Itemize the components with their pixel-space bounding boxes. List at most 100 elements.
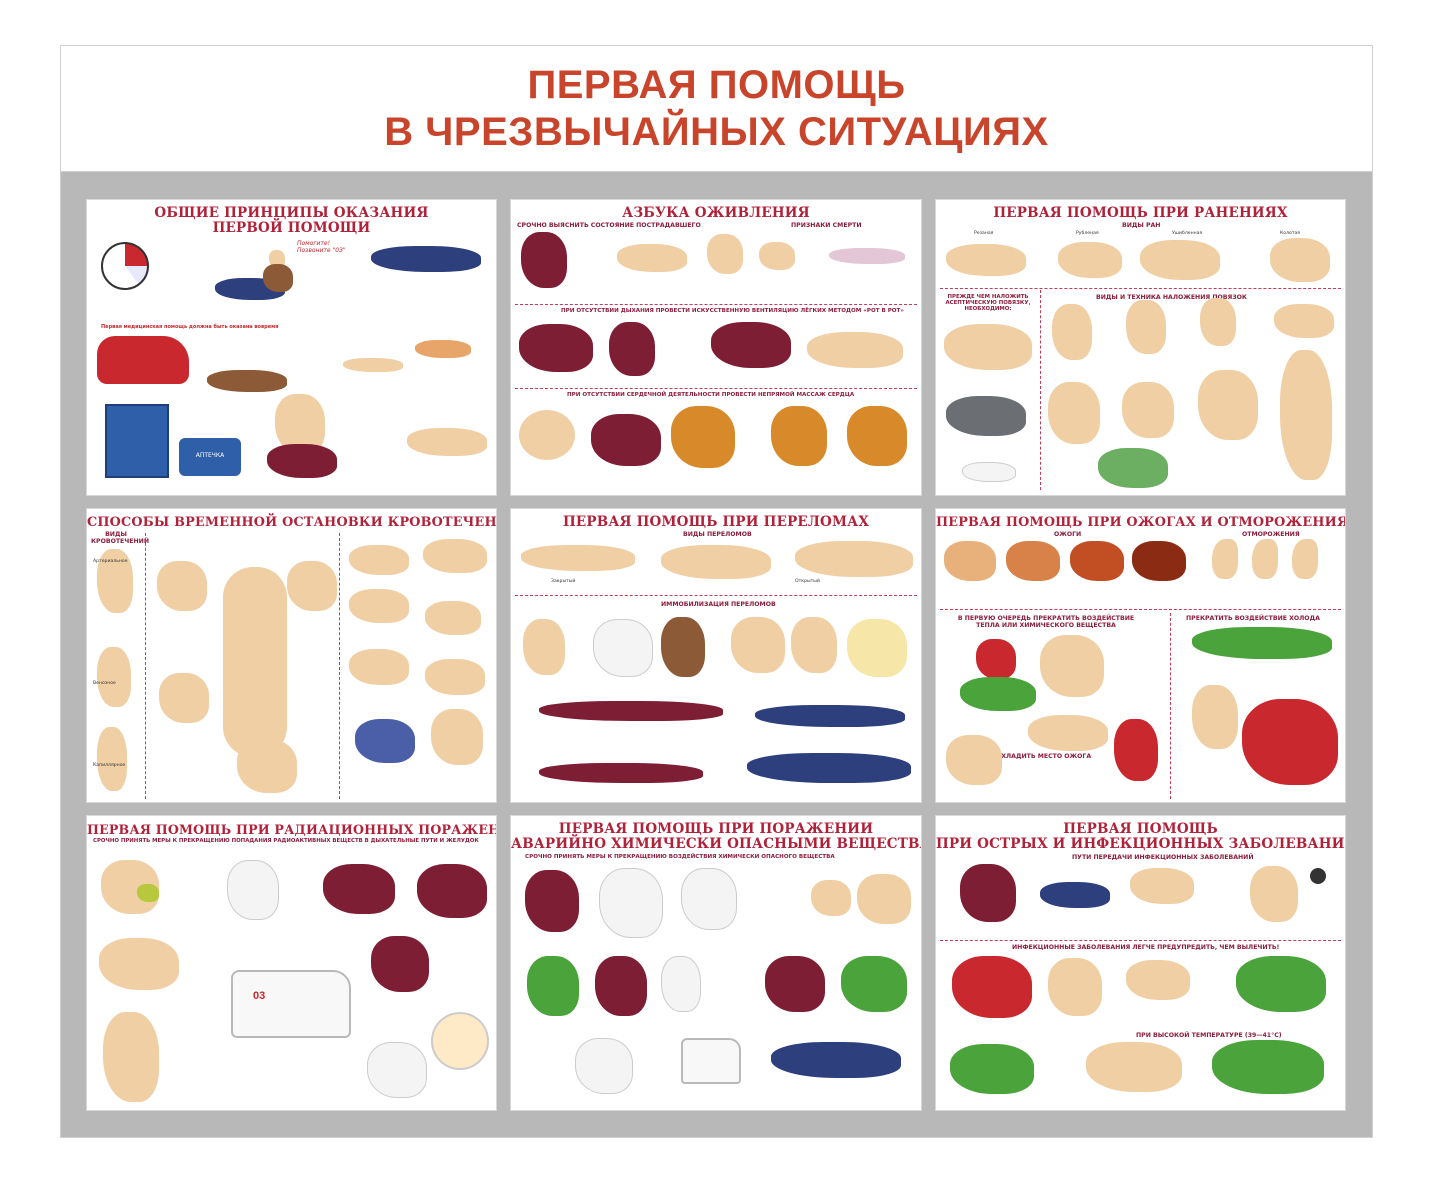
panel-resuscitation: АЗБУКА ОЖИВЛЕНИЯ СРОЧНО ВЫЯСНИТЬ СОСТОЯН… — [510, 199, 922, 496]
panel-title: ПЕРВАЯ ПОМОЩЬ ПРИ РАНЕНИЯХ — [993, 205, 1288, 221]
bandaged-arm — [415, 340, 471, 358]
clean-wound-hands — [944, 324, 1032, 370]
wound-type-0: Резаная — [974, 231, 994, 236]
twist-tourniquet-2 — [425, 659, 485, 695]
panel-wounds: ПЕРВАЯ ПОМОЩЬ ПРИ РАНЕНИЯХ ВИДЫ РАН Реза… — [935, 199, 1346, 496]
panel-radiation: ПЕРВАЯ ПОМОЩЬ ПРИ РАДИАЦИОННЫХ ПОРАЖЕНИЯ… — [86, 815, 497, 1111]
clock-icon — [101, 242, 149, 290]
panel-title-line1: ПЕРВАЯ ПОМОЩЬ — [1063, 821, 1218, 837]
panel-title: АЗБУКА ОЖИВЛЕНИЯ — [622, 205, 810, 221]
subtitle-stop-heat: В ПЕРВУЮ ОЧЕРЕДЬ ПРЕКРАТИТЬ ВОЗДЕЙСТВИЕ … — [946, 615, 1146, 629]
tourniquet-step-3 — [349, 589, 409, 623]
panel-title-line2: ПЕРВОЙ ПОМОЩИ — [212, 220, 371, 236]
seated-patient — [1098, 448, 1168, 488]
open-fracture-leg — [795, 541, 913, 577]
leg-pressure — [237, 739, 297, 793]
disinfect-bed — [1236, 956, 1326, 1012]
handshake — [1040, 882, 1110, 908]
doctor-figure — [575, 1038, 633, 1094]
neck-pressure — [287, 561, 337, 611]
burning-clothes-figure — [976, 639, 1016, 679]
cpr-figure-4 — [847, 406, 907, 466]
ambulance-illustration: 03 — [231, 970, 351, 1038]
jaw-splint — [523, 619, 565, 675]
wash-chemical — [1040, 635, 1104, 697]
subtitle-cool-burn: ОХЛАДИТЬ МЕСТО ОЖОГА — [996, 753, 1092, 760]
scarf-bandage — [1198, 370, 1258, 440]
helper-head — [269, 250, 285, 268]
panel-infectious: ПЕРВАЯ ПОМОЩЬ ПРИ ОСТРЫХ И ИНФЕКЦИОННЫХ … — [935, 815, 1346, 1111]
insect-bite-back — [1250, 866, 1298, 922]
subtitle-ventilation: ПРИ ОТСУТСТВИИ ДЫХАНИЯ ПРОВЕСТИ ИСКУССТВ… — [561, 308, 904, 314]
activated-charcoal — [661, 956, 701, 1012]
cool-water-hand — [1028, 715, 1108, 751]
burn-degree-3 — [1070, 541, 1124, 581]
closed-fracture-leg-2 — [661, 545, 771, 579]
burn-degree-2 — [1006, 541, 1060, 581]
panel-title-line1: ОБЩИЕ ПРИНЦИПЫ ОКАЗАНИЯ — [154, 205, 429, 221]
cpr-figure-1 — [591, 414, 661, 466]
collarbone-ring-2 — [791, 617, 837, 673]
bandage-roll — [962, 462, 1016, 482]
subtitle-check-state: СРОЧНО ВЫЯСНИТЬ СОСТОЯНИЕ ПОСТРАДАВШЕГО — [517, 222, 701, 229]
measure-temp-figure — [950, 1044, 1034, 1094]
tourniquet-step-2 — [423, 539, 487, 573]
rescuer-breath-3 — [711, 322, 791, 368]
precordial-thump — [519, 410, 575, 460]
poster-title-line1: ПЕРВАЯ ПОМОЩЬ — [527, 62, 906, 107]
hands-washing — [407, 428, 487, 456]
tourniquet-step-1 — [349, 545, 409, 575]
subtitle-immobilization: ИММОБИЛИЗАЦИЯ ПЕРЕЛОМОВ — [661, 601, 776, 608]
drink-sorbent-figure — [371, 936, 429, 992]
subtitle-death-signs: ПРИЗНАКИ СМЕРТИ — [791, 222, 862, 229]
help-speech-bubble: Помогите! Позвоните "03" — [297, 240, 346, 254]
panel-title: СПОСОБЫ ВРЕМЕННОЙ ОСТАНОВКИ КРОВОТЕЧЕНИЙ — [87, 515, 497, 530]
gas-mask-figure — [525, 870, 579, 932]
body-pressure-points — [223, 567, 287, 757]
arm-splint — [661, 617, 705, 677]
panel-title: ПЕРВАЯ ПОМОЩЬ ПРИ РАДИАЦИОННЫХ ПОРАЖЕНИЯ… — [87, 822, 497, 837]
face-pressure — [157, 561, 207, 611]
knee-flex — [355, 719, 415, 763]
panel-title-line2: АВАРИЙНО ХИМИЧЕСКИ ОПАСНЫМИ ВЕЩЕСТВАМИ (… — [511, 836, 921, 852]
chopped-wound-hand — [1058, 242, 1122, 278]
eye-bandage — [1126, 300, 1166, 354]
subtitle-stop-cold: ПРЕКРАТИТЬ ВОЗДЕЙСТВИЕ ХОЛОДА — [1186, 615, 1320, 622]
type-venous: Венозное — [93, 681, 116, 686]
venous-leg — [97, 647, 131, 707]
shoulder-bandage — [1122, 382, 1174, 438]
chest-rise-figure — [807, 332, 903, 368]
subtitle-fracture-types: ВИДЫ ПЕРЕЛОМОВ — [683, 531, 752, 538]
subtitle-bandage-types: ВИДЫ И ТЕХНИКА НАЛОЖЕНИЯ ПОВЯЗОК — [1096, 294, 1247, 301]
panel-burns: ПЕРВАЯ ПОМОЩЬ ПРИ ОЖОГАХ И ОТМОРОЖЕНИЯХ … — [935, 508, 1346, 803]
head-bandage — [1052, 304, 1092, 360]
arm-pressure — [159, 673, 209, 723]
wash-skin — [811, 880, 851, 916]
bandaged-head — [1192, 685, 1238, 749]
section-divider — [940, 288, 1341, 289]
panel-bleeding: СПОСОБЫ ВРЕМЕННОЙ ОСТАНОВКИ КРОВОТЕЧЕНИЙ… — [86, 508, 497, 803]
eye-reaction — [707, 234, 743, 274]
wet-mask-figure — [681, 868, 737, 930]
car-illustration — [97, 336, 189, 384]
bleeding-types-text: ВИДЫ КРОВОТЕЧЕНИЙ — [91, 531, 150, 545]
elbow-flex — [431, 709, 483, 765]
vaccination-figure — [1048, 958, 1102, 1016]
panel-title: ПЕРВАЯ ПОМОЩЬ ПРИ ПЕРЕЛОМАХ — [562, 514, 870, 530]
stretcher-figure — [771, 1042, 901, 1078]
cpr-figure-3 — [771, 406, 827, 466]
eye-wash-figure — [99, 938, 179, 990]
patient-shirt — [267, 444, 337, 478]
section-divider — [515, 304, 917, 305]
recovery-position-figure — [371, 246, 481, 272]
subtitle-frostbite: ОТМОРОЖЕНИЯ — [1242, 531, 1300, 538]
section-divider — [940, 940, 1341, 941]
nose-bandage — [1200, 298, 1236, 346]
airborne-figure — [960, 864, 1016, 922]
ambulance-van — [681, 1038, 741, 1084]
frog-position — [747, 753, 911, 783]
rescuer-breath-1 — [519, 324, 593, 372]
pupil-sign — [759, 242, 795, 270]
rib-bandage — [847, 619, 907, 677]
cpr-chemical — [841, 956, 907, 1012]
